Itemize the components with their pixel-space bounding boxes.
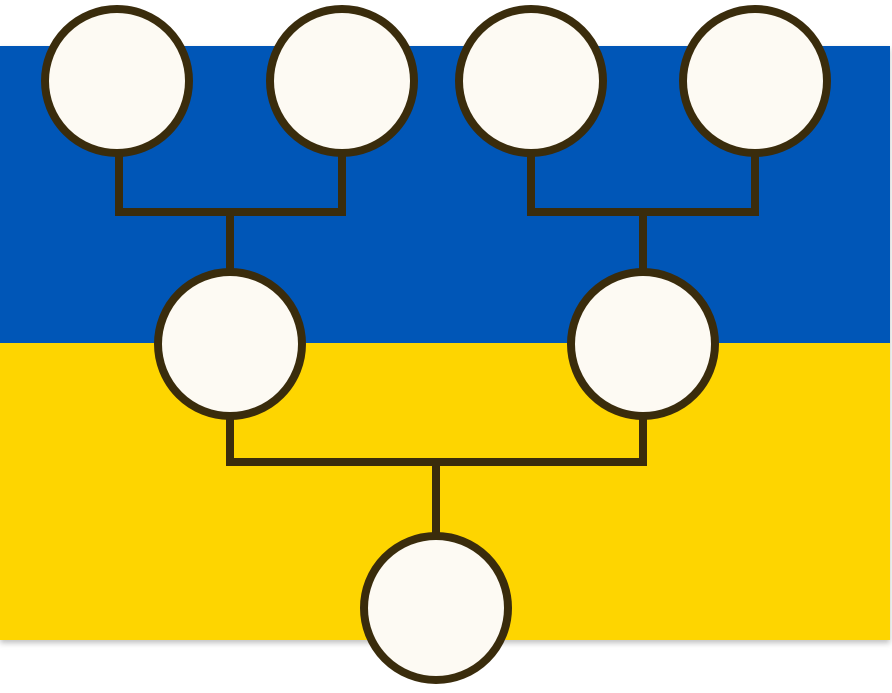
tree-nodes	[41, 5, 831, 684]
child-node	[360, 532, 512, 684]
grandparent-node-1	[41, 5, 193, 157]
tree-connectors	[115, 150, 759, 540]
grandparent-node-4	[679, 5, 831, 157]
grandparent-node-2	[266, 5, 418, 157]
connector-grandparents-right	[527, 150, 759, 276]
parent-node-right	[567, 268, 719, 420]
connector-grandparents-left	[115, 150, 346, 276]
grandparent-node-3	[455, 5, 607, 157]
connector-parents	[226, 412, 647, 540]
parent-node-left	[154, 268, 306, 420]
